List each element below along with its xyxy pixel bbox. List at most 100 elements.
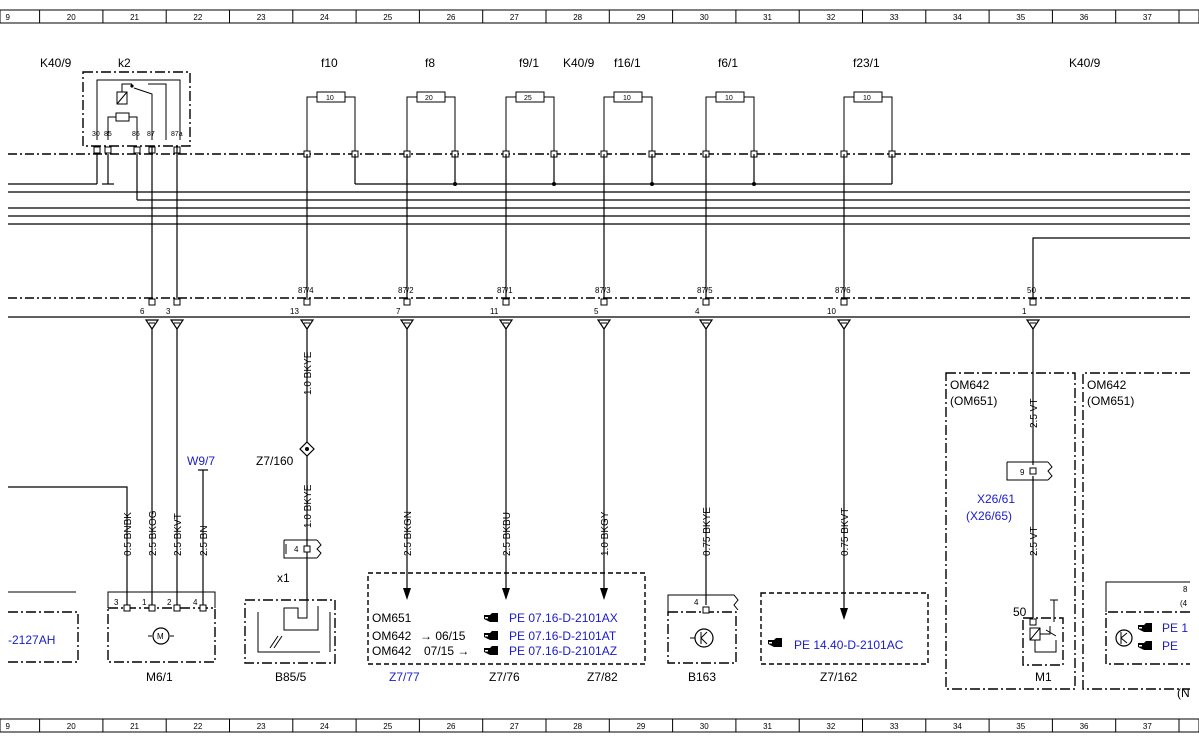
reference-hand-icon — [1138, 641, 1152, 650]
grid-cell-label: 31 — [763, 722, 772, 731]
pin-50: 50 — [1027, 286, 1036, 295]
svg-text:8: 8 — [1183, 585, 1188, 594]
wire-label-7: 2.5 BKGN — [403, 511, 414, 556]
grid-cell-label: 27 — [510, 13, 519, 22]
label-z7-76: Z7/76 — [489, 670, 520, 684]
pin-box — [303, 298, 311, 306]
ref-link-right-2[interactable]: PE — [1162, 639, 1178, 653]
grid-cell-label: 23 — [257, 13, 266, 22]
link-x26-65[interactable]: (X26/65) — [966, 509, 1012, 523]
fuse-f10: 10 — [306, 91, 356, 154]
grid-cell-label: 20 — [67, 722, 76, 731]
wire-label-3: 0.5 BNBK — [123, 512, 134, 556]
z7-row-2-cond: → 06/15 — [420, 629, 466, 643]
conn-pin-11: 11 — [490, 307, 499, 316]
svg-text:OM642: OM642 — [950, 378, 990, 392]
grid-cell-label: 20 — [67, 13, 76, 22]
grid-cell-label: 24 — [320, 722, 329, 731]
grid-cell-label: 9 — [6, 722, 11, 731]
motor-icon — [152, 627, 170, 645]
pin-box — [133, 146, 141, 154]
region-om642-a: OM642 (OM651) 9 X26/61 (X26/65) — [945, 372, 1076, 690]
svg-text:M1: M1 — [1035, 670, 1052, 684]
lower-wires — [8, 329, 1034, 618]
svg-text:(4: (4 — [1180, 599, 1188, 608]
conn-pin-7: 7 — [396, 307, 401, 316]
grid-cell-label: 30 — [700, 13, 709, 22]
svg-text:M6/1: M6/1 — [146, 670, 173, 684]
svg-text:(OM651): (OM651) — [1087, 394, 1134, 408]
link-x26-61[interactable]: X26/61 — [977, 492, 1015, 506]
reference-hand-icon — [768, 638, 782, 647]
fuse-f8: 20 — [406, 91, 456, 154]
svg-text:4: 4 — [694, 598, 699, 607]
label-f10: f10 — [321, 56, 338, 70]
reference-hand-icon — [484, 646, 498, 655]
splice-z7-160: Z7/160 — [256, 441, 315, 468]
grid-cell-label: 33 — [890, 13, 899, 22]
pin-box — [502, 298, 510, 306]
sensor-icon — [694, 628, 714, 648]
pin-box — [1029, 298, 1037, 306]
wire-label-1: 1.0 BKYE — [303, 351, 314, 395]
grid-cell-label: 27 — [510, 722, 519, 731]
label-z7-82: Z7/82 — [587, 670, 618, 684]
ref-link-2101ax[interactable]: PE 07.16-D-2101AX — [509, 611, 618, 625]
sensor-icon — [1115, 629, 1133, 647]
component-m6-1: 3 1 2 4 M M6/1 — [107, 591, 216, 684]
relay-k2: 30 85 86 87 87a — [82, 71, 191, 147]
pin-box — [93, 146, 101, 154]
vertical-drops — [151, 146, 845, 298]
splice-group-z7: OM651 OM642 → 06/15 OM642 07/15 → PE 07.… — [367, 572, 646, 665]
pin-box — [840, 298, 848, 306]
lower-pin-row — [148, 298, 1037, 306]
ref-link-2127ah[interactable]: -2127AH — [8, 633, 55, 647]
wire-label-12: 2.5 VT — [1029, 399, 1040, 428]
conn-pin-3: 3 — [166, 307, 171, 316]
label-k40-left: K40/9 — [40, 56, 72, 70]
grid-cell-label: 22 — [193, 13, 202, 22]
reference-hand-icon — [1138, 623, 1152, 632]
link-w9-7[interactable]: W9/7 — [187, 454, 215, 468]
pin-87-3: 87/3 — [595, 286, 611, 295]
relay-pin-85: 85 — [104, 131, 112, 138]
splice-z7-162: PE 14.40-D-2101AC Z7/162 — [760, 592, 929, 684]
relay-pin-30: 30 — [92, 131, 100, 138]
grid-cell-label: 36 — [1080, 13, 1089, 22]
pin-box — [148, 604, 156, 612]
grid-cell-label: 21 — [130, 13, 139, 22]
link-z7-77[interactable]: Z7/77 — [389, 670, 420, 684]
wire-label-6: 2.5 BN — [199, 525, 210, 556]
reference-hand-icon — [484, 631, 498, 640]
grid-cell-label: 36 — [1080, 722, 1089, 731]
grid-cell-label: 34 — [953, 13, 962, 22]
grid-cell-label: 9 — [6, 13, 11, 22]
wire-label-11: 0.75 BKVT — [840, 508, 851, 556]
component-m1: 50 M1 — [1013, 599, 1064, 684]
pin-box — [173, 298, 181, 306]
pin-87-1: 87/1 — [497, 286, 513, 295]
upper-pin-row — [93, 146, 896, 158]
grid-cell-label: 37 — [1143, 13, 1152, 22]
ref-link-2101ac[interactable]: PE 14.40-D-2101AC — [794, 638, 904, 652]
component-left-partial: -2127AH — [8, 591, 79, 663]
ref-link-2101at[interactable]: PE 07.16-D-2101AT — [509, 629, 617, 643]
grid-cell-label: 29 — [636, 722, 645, 731]
pin-box — [173, 604, 181, 612]
pin-87-2: 87/2 — [398, 286, 414, 295]
relay-pin-87: 87 — [147, 131, 155, 138]
ref-link-right-1[interactable]: PE 1 — [1162, 621, 1188, 635]
grid-cell-label: 21 — [130, 722, 139, 731]
pin-box — [123, 604, 131, 612]
label-f9-1: f9/1 — [519, 56, 539, 70]
fuse-f6-1: 10 — [705, 91, 755, 154]
grid-cell-label: 34 — [953, 722, 962, 731]
ref-link-2101az[interactable]: PE 07.16-D-2101AZ — [509, 644, 617, 658]
label-f6-1: f6/1 — [718, 56, 738, 70]
label-f23-1: f23/1 — [853, 56, 880, 70]
svg-text:4: 4 — [294, 545, 299, 554]
svg-text:9: 9 — [1020, 468, 1025, 477]
